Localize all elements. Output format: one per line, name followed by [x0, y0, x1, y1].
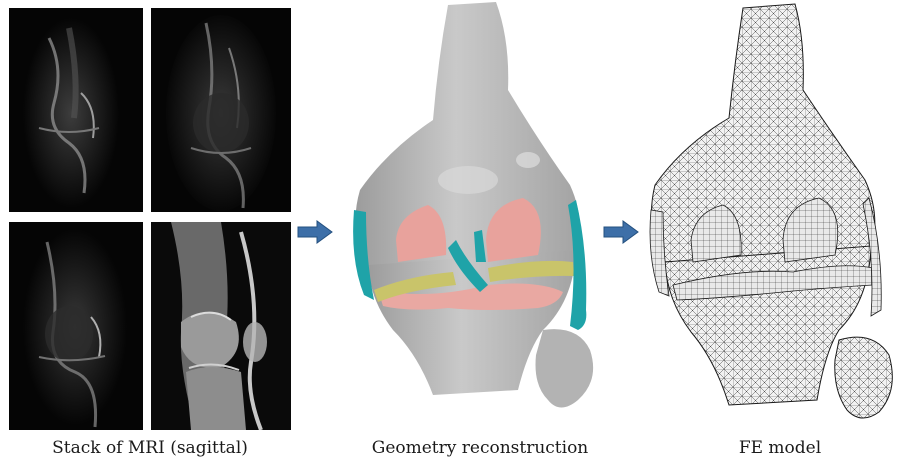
femur	[356, 2, 580, 270]
fibula-head	[536, 329, 594, 407]
caption-geometry: Geometry reconstruction	[360, 438, 600, 458]
geometry-model	[338, 0, 598, 430]
right-arrow-icon	[297, 220, 333, 244]
mri-slice-2	[151, 8, 291, 212]
caption-mri: Stack of MRI (sagittal)	[30, 438, 270, 458]
fe-femur	[651, 4, 874, 265]
mri-slice-3	[9, 222, 143, 430]
mri-slice-1	[9, 8, 143, 212]
right-arrow-icon	[603, 220, 639, 244]
caption-fe: FE model	[690, 438, 870, 458]
fe-fibula	[835, 337, 893, 418]
fe-mesh-model	[643, 0, 901, 430]
mri-slice-4	[151, 222, 291, 430]
